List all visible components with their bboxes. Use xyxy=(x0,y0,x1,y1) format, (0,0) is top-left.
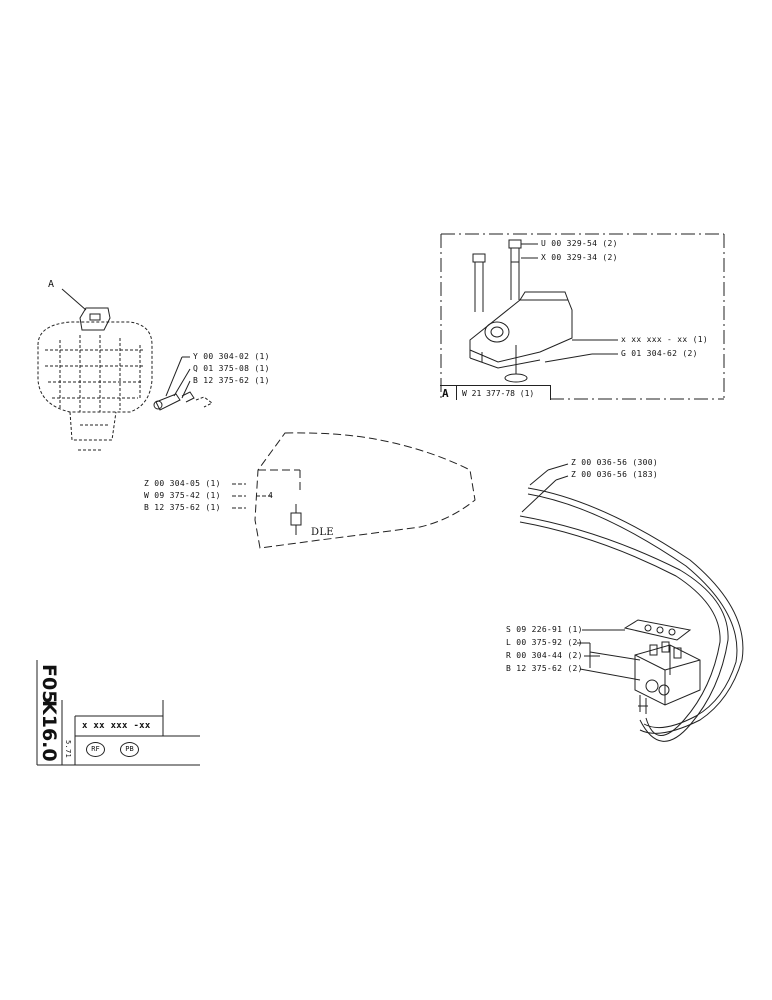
bolt-x xyxy=(472,253,538,312)
part-label: Q 01 375-08 (1) xyxy=(193,364,270,373)
part-label: x xx xxx - xx (1) xyxy=(621,335,708,344)
part-label: Z 00 304-05 (1) xyxy=(144,479,221,488)
item-number: 4 xyxy=(268,491,274,500)
detail-a-code: W 21 377-78 (1) xyxy=(462,389,535,398)
bolt-u xyxy=(508,239,538,300)
detail-a-frame xyxy=(440,233,725,400)
sheet-code-f05: F05 xyxy=(38,664,60,704)
part-label: Z 00 036-56 (300) xyxy=(571,458,658,467)
middle-panel xyxy=(254,432,476,549)
valve-block xyxy=(634,641,701,714)
part-label: B 12 375-62 (1) xyxy=(144,503,221,512)
sheet-small-code: 5.71 xyxy=(64,740,72,759)
part-label: B 12 375-62 (1) xyxy=(193,376,270,385)
middle-fitting xyxy=(232,483,302,535)
bracket-detail xyxy=(469,291,573,383)
language-stamp-pb: PB xyxy=(120,742,139,757)
gasket-plate xyxy=(623,619,692,641)
part-label: W 09 375-42 (1) xyxy=(144,491,221,500)
part-label: G 01 304-62 (2) xyxy=(621,349,698,358)
detail-a-code-box: A W 21 377-78 (1) xyxy=(440,385,551,400)
detail-a-tag: A xyxy=(442,387,449,400)
machine-housing xyxy=(37,321,153,451)
part-label: S 09 226-91 (1) xyxy=(506,625,583,634)
title-block-frame xyxy=(36,660,200,766)
part-label: R 00 304-44 (2) xyxy=(506,651,583,660)
sheet-code-k16: K16.0 xyxy=(38,700,60,762)
callout-a: A xyxy=(48,279,55,290)
assembly-placeholder: x xx xxx -xx xyxy=(82,721,151,731)
language-stamp-rf: RF xyxy=(86,742,105,757)
detail-a-leaders xyxy=(544,339,618,363)
left-fitting xyxy=(153,356,213,411)
hydraulic-hoses xyxy=(519,463,744,742)
part-label: Y 00 304-02 (1) xyxy=(193,352,270,361)
part-label: L 00 375-92 (2) xyxy=(506,638,583,647)
part-label: U 00 329-54 (2) xyxy=(541,239,618,248)
part-label: B 12 375-62 (2) xyxy=(506,664,583,673)
part-label: Z 00 036-56 (183) xyxy=(571,470,658,479)
part-label: X 00 329-34 (2) xyxy=(541,253,618,262)
valve-leaders xyxy=(577,629,641,681)
code-box-divider xyxy=(456,386,457,400)
panel-marking: DLE xyxy=(311,527,334,538)
switch-on-housing xyxy=(61,288,111,331)
